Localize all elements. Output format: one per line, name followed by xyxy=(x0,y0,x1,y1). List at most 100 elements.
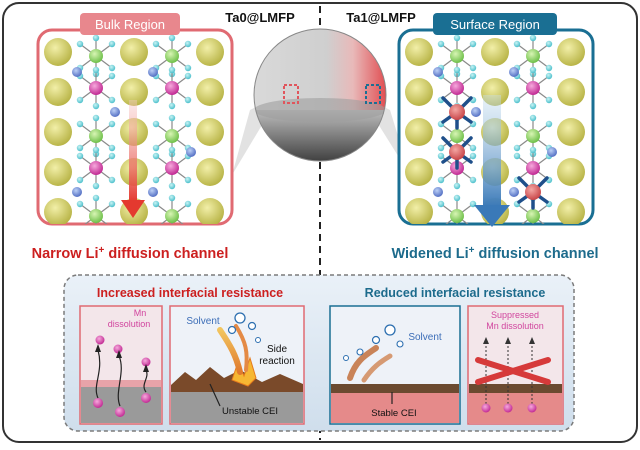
lattice-atom-oxygen xyxy=(545,96,553,104)
lattice-atom-center xyxy=(165,49,179,63)
lattice-atom-oxygen xyxy=(108,176,116,184)
lattice-atom-oxygen xyxy=(453,194,461,202)
surface-region-title: Surface Region xyxy=(450,17,540,32)
lattice-atom-large xyxy=(557,78,585,106)
lattice-atom-oxygen xyxy=(92,146,100,154)
surface-lattice xyxy=(405,34,585,224)
side-reaction-box: Solvent Side reaction Unstable CEI xyxy=(169,305,305,425)
lattice-atom-large xyxy=(557,158,585,186)
lattice-atom-oxygen xyxy=(108,40,116,48)
lattice-atom-oxygen xyxy=(529,146,537,154)
lattice-atom-large xyxy=(557,198,585,224)
lattice-atom-oxygen xyxy=(184,176,192,184)
mn-dissolution-label-2: dissolution xyxy=(108,319,151,329)
lattice-atom-oxygen xyxy=(76,152,84,160)
lattice-atom-center xyxy=(89,161,103,175)
lattice-atom-oxygen xyxy=(92,114,100,122)
lattice-atom-large xyxy=(481,38,509,66)
lattice-atom-large xyxy=(405,78,433,106)
suppressed-mn-box: Suppressed Mn dissolution xyxy=(467,305,564,425)
lattice-atom-center xyxy=(450,49,464,63)
lattice-atom-oxygen xyxy=(76,144,84,152)
lattice-atom-dopant xyxy=(449,144,465,160)
lattice-atom-oxygen xyxy=(545,120,553,128)
lattice-atom-large xyxy=(196,158,224,186)
lattice-atom-center xyxy=(165,161,179,175)
bulk-diffusion-arrow-shaft xyxy=(129,100,137,202)
lattice-atom-oxygen xyxy=(184,96,192,104)
lattice-atom-oxygen xyxy=(152,176,160,184)
lattice-atom-oxygen xyxy=(108,72,116,80)
lattice-atom-oxygen xyxy=(545,40,553,48)
lattice-atom-small xyxy=(148,67,158,77)
lattice-atom-oxygen xyxy=(184,120,192,128)
lattice-atom-large xyxy=(405,198,433,224)
lattice-atom-large xyxy=(196,38,224,66)
left-sample-label: Ta0@LMFP xyxy=(225,10,295,25)
lattice-atom-center xyxy=(526,161,540,175)
lattice-atom-oxygen xyxy=(108,152,116,160)
mn-dissolution-label-1: Mn xyxy=(134,308,147,318)
lattice-atom-oxygen xyxy=(184,72,192,80)
lattice-atom-large xyxy=(120,38,148,66)
mn-dissolution-box: Mn dissolution xyxy=(79,305,163,425)
side-reaction-label-1: Side xyxy=(267,344,287,355)
lattice-atom-oxygen xyxy=(529,34,537,42)
lattice-atom-small xyxy=(72,67,82,77)
lattice-atom-center xyxy=(165,129,179,143)
lattice-atom-large xyxy=(120,78,148,106)
lattice-atom-oxygen xyxy=(152,144,160,152)
lattice-atom-oxygen xyxy=(92,66,100,74)
lattice-atom-large xyxy=(405,118,433,146)
lattice-atom-oxygen xyxy=(469,152,477,160)
lattice-atom-large xyxy=(557,118,585,146)
lattice-atom-small xyxy=(471,107,481,117)
lattice-atom-large xyxy=(44,118,72,146)
lattice-atom-oxygen xyxy=(529,66,537,74)
lattice-atom-center xyxy=(526,49,540,63)
surface-diffusion-arrow-head xyxy=(474,205,510,227)
lattice-atom-oxygen xyxy=(453,66,461,74)
reduced-resistance-title: Reduced interfacial resistance xyxy=(365,286,546,300)
lattice-atom-small xyxy=(433,67,443,77)
lattice-atom-oxygen xyxy=(76,96,84,104)
surface-zoom-box xyxy=(365,84,381,104)
lattice-atom-oxygen xyxy=(513,96,521,104)
lattice-atom-oxygen xyxy=(513,120,521,128)
lattice-atom-oxygen xyxy=(469,64,477,72)
lattice-atom-oxygen xyxy=(76,176,84,184)
lattice-atom-oxygen xyxy=(437,176,445,184)
lattice-atom-oxygen xyxy=(469,144,477,152)
lattice-atom-oxygen xyxy=(168,194,176,202)
lattice-atom-large xyxy=(557,38,585,66)
stable-cei-label: Stable CEI xyxy=(371,408,416,419)
lattice-atom-center xyxy=(89,81,103,95)
lattice-atom-oxygen xyxy=(545,64,553,72)
particle-globe xyxy=(232,28,410,175)
side-reaction-label-2: reaction xyxy=(259,356,295,367)
lattice-atom-oxygen xyxy=(469,40,477,48)
block-cross-line-2 xyxy=(475,357,551,385)
lattice-atom-oxygen xyxy=(437,200,445,208)
lattice-atom-oxygen xyxy=(453,34,461,42)
lattice-atom-large xyxy=(44,78,72,106)
lattice-atom-oxygen xyxy=(108,64,116,72)
lattice-atom-large xyxy=(44,198,72,224)
lattice-atom-oxygen xyxy=(545,72,553,80)
solvent-left-label: Solvent xyxy=(186,316,220,327)
lattice-atom-oxygen xyxy=(108,144,116,152)
surface-diffusion-arrow-shaft xyxy=(483,95,501,207)
lattice-atom-oxygen xyxy=(437,152,445,160)
lattice-atom-oxygen xyxy=(469,72,477,80)
lattice-atom-oxygen xyxy=(152,152,160,160)
lattice-atom-center xyxy=(450,81,464,95)
bulk-panel: Bulk Region xyxy=(36,13,234,226)
lattice-atom-oxygen xyxy=(168,182,176,190)
lattice-atom-large xyxy=(44,158,72,186)
lattice-atom-oxygen xyxy=(184,40,192,48)
lattice-atom-small xyxy=(509,67,519,77)
lattice-atom-oxygen xyxy=(92,194,100,202)
suppressed-label-1: Suppressed xyxy=(491,310,539,320)
lattice-atom-dopant xyxy=(449,104,465,120)
lattice-atom-oxygen xyxy=(453,182,461,190)
